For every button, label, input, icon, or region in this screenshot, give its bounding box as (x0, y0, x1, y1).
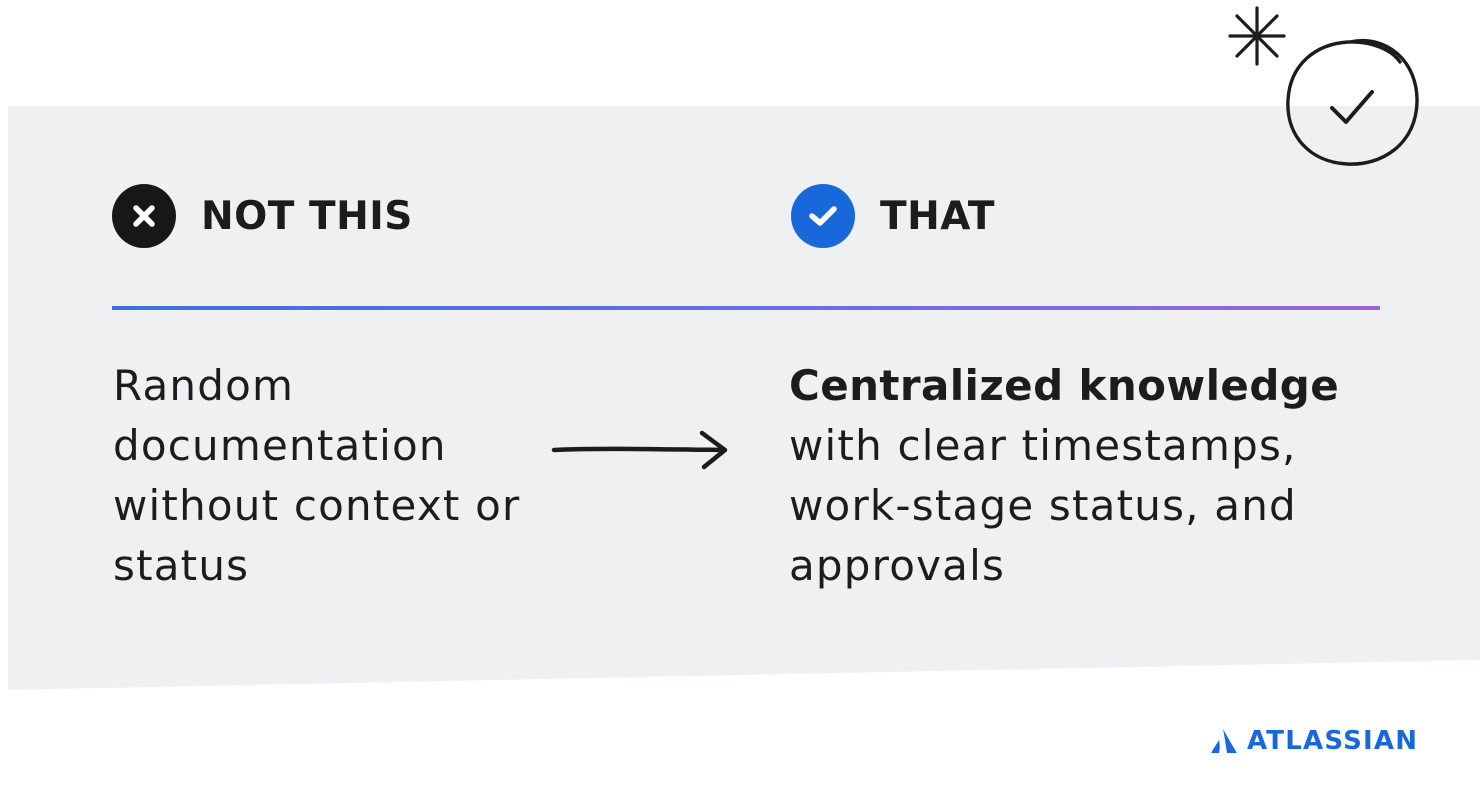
circled-check-doodle (1228, 6, 1419, 166)
brand-name: ATLASSIAN (1247, 726, 1419, 756)
not-this-description: Random documentation without context or … (113, 361, 521, 590)
circled-check-icon (1286, 38, 1419, 166)
that-label: THAT (880, 193, 996, 239)
atlassian-logo-icon (1211, 729, 1237, 753)
close-icon (112, 184, 176, 248)
that-heading: THAT (791, 184, 995, 248)
arrow-right-icon (551, 430, 728, 470)
that-description: Centralized knowledge with clear timesta… (789, 356, 1389, 596)
that-description-emphasis: Centralized knowledge (789, 361, 1340, 410)
not-this-heading: NOT THIS (112, 184, 413, 248)
that-description-rest: with clear timestamps, work-stage status… (789, 421, 1297, 590)
not-this-label: NOT THIS (201, 193, 413, 239)
gradient-divider (112, 306, 1380, 310)
check-icon (791, 184, 855, 248)
sparkle-icon (1228, 6, 1286, 66)
atlassian-brand: ATLASSIAN (1210, 726, 1418, 756)
